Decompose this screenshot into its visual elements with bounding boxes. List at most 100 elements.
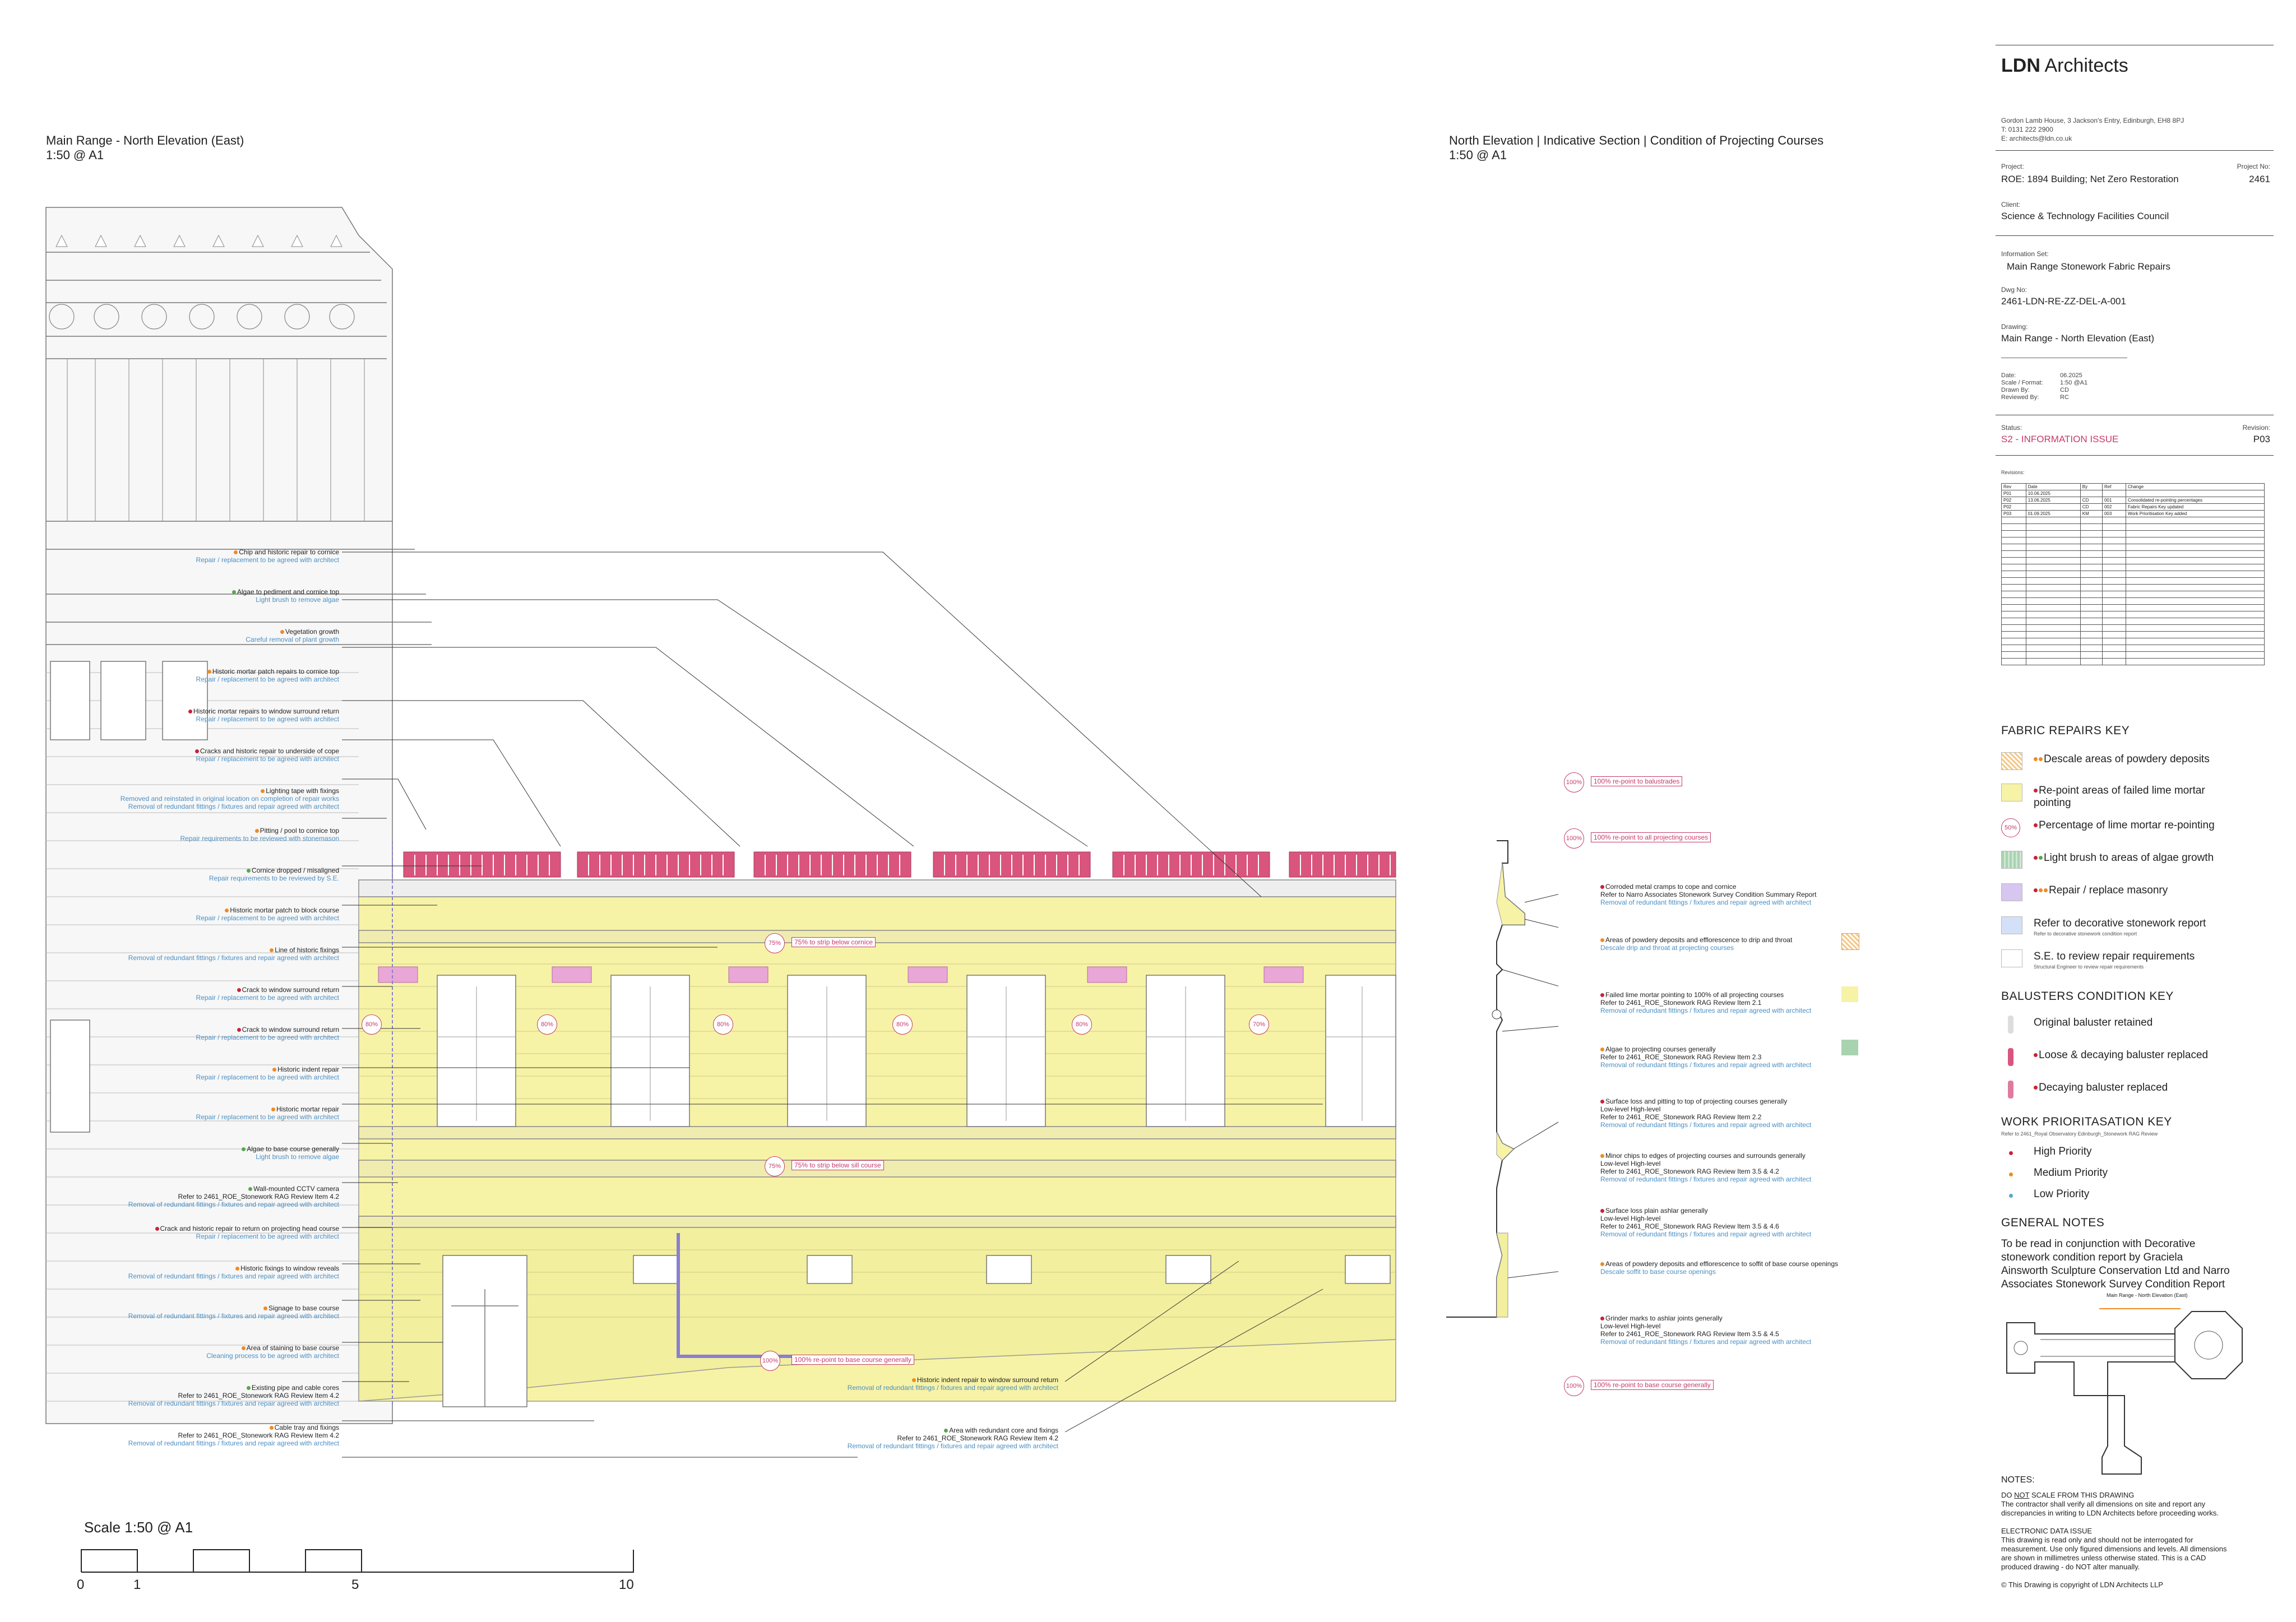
table-row	[2001, 577, 2265, 585]
revision-cell	[2080, 651, 2103, 659]
notes-heading: NOTES:	[2001, 1475, 2035, 1485]
table-row	[2001, 631, 2265, 638]
revision-cell	[2080, 557, 2103, 564]
fabric-key-swatch: 50%	[2001, 818, 2020, 837]
revision-cell	[2025, 591, 2081, 598]
priority-dot	[2039, 757, 2043, 762]
firm-address: Gordon Lamb House, 3 Jackson's Entry, Ed…	[2001, 117, 2184, 124]
table-row	[2001, 544, 2265, 551]
revision-cell	[2025, 638, 2081, 645]
section-annotation: Surface loss and pitting to top of proje…	[1600, 1097, 1812, 1129]
priority-dot	[237, 988, 241, 993]
fabric-key-item: Light brush to areas of algae growth	[2001, 850, 2293, 870]
priority-dot	[2034, 856, 2038, 860]
revision-cell	[2025, 564, 2081, 571]
status-value: S2 - INFORMATION ISSUE	[2001, 434, 2119, 444]
revision-cell	[2001, 638, 2026, 645]
baluster-icon	[2008, 1081, 2013, 1099]
revision-cell	[2001, 550, 2026, 558]
revision-cell	[2126, 571, 2265, 578]
revision-cell	[2101, 604, 2127, 611]
priority-dot	[2039, 856, 2043, 860]
priority-key-item: Medium Priority	[2001, 1165, 2293, 1185]
priority-dot	[2034, 823, 2038, 828]
meta-key: Scale / Format:	[2001, 379, 2043, 386]
table-row	[2001, 658, 2265, 665]
revision-cell	[2126, 530, 2265, 537]
revision-cell	[2025, 624, 2081, 632]
table-row	[2001, 550, 2265, 558]
elevation-pct-marker: 75%	[765, 1156, 785, 1176]
window-pct: 70%	[1249, 1014, 1269, 1035]
drawing-name: Main Range - North Elevation (East)	[2001, 333, 2155, 344]
revision-cell	[2001, 651, 2026, 659]
fabric-key-item: 50%Percentage of lime mortar re-pointing	[2001, 817, 2293, 837]
revision-cell	[2025, 544, 2081, 551]
priority-dot	[1600, 1100, 1604, 1104]
fabric-key-item: Descale areas of powdery deposits	[2001, 751, 2293, 771]
priority-dot	[235, 1267, 239, 1271]
priority-dot	[272, 1068, 276, 1072]
table-row	[2001, 517, 2265, 524]
meta-value: 06.2025	[2060, 372, 2082, 379]
revision-cell	[2126, 638, 2265, 645]
elevation-annotation: Cracks and historic repair to underside …	[195, 747, 339, 763]
priority-dot	[246, 1386, 251, 1391]
section-pct-marker: 100%	[1564, 1376, 1584, 1396]
section-drawing	[1446, 840, 1558, 1318]
revision-cell	[2126, 537, 2265, 544]
revision-cell	[2080, 517, 2103, 524]
revision-cell	[2101, 638, 2127, 645]
general-notes-heading: GENERAL NOTES	[2001, 1216, 2105, 1229]
priority-dot	[2009, 1173, 2013, 1176]
revision-cell	[2101, 584, 2127, 591]
revision-cell: 001	[2101, 497, 2127, 504]
revision-cell: CD	[2080, 503, 2103, 511]
revision-cell	[2101, 550, 2127, 558]
priority-dot	[155, 1227, 159, 1231]
revision-cell	[2126, 591, 2265, 598]
window-pct: 80%	[892, 1014, 913, 1035]
revision-cell	[2001, 530, 2026, 537]
section-annotation: Minor chips to edges of projecting cours…	[1600, 1152, 1812, 1183]
scale-tick: 10	[619, 1577, 634, 1592]
priority-dot	[242, 1147, 246, 1152]
general-note-line: stonework condition report by Graciela	[2001, 1252, 2183, 1263]
client-label: Client:	[2001, 201, 2021, 208]
elevation-annotation: Crack and historic repair to return on p…	[155, 1225, 339, 1240]
window-pct: 80%	[537, 1014, 557, 1035]
revision-cell	[2101, 618, 2127, 625]
table-row	[2001, 537, 2265, 544]
elevation-annotation: Historic mortar repairs to window surrou…	[188, 707, 339, 723]
meta-key: Reviewed By:	[2001, 394, 2039, 401]
revision-cell	[2126, 611, 2265, 618]
priority-dot	[1600, 1262, 1604, 1267]
revision-cell	[2080, 631, 2103, 638]
table-row	[2001, 611, 2265, 618]
revision-cell: P02	[2001, 503, 2026, 511]
fabric-key-swatch	[2001, 949, 2022, 967]
fabric-key-swatch	[2001, 784, 2022, 801]
revision-cell: 13.06.2025	[2025, 497, 2081, 504]
meta-key: Date:	[2001, 372, 2016, 379]
elevation-pct-marker: 100%	[760, 1351, 780, 1371]
firm-tel: T: 0131 222 2900	[2001, 126, 2053, 133]
baluster-key-item: Decaying baluster replaced	[2001, 1079, 2293, 1100]
revision-value: P03	[2253, 434, 2270, 444]
revision-cell	[2001, 591, 2026, 598]
revision-cell	[2025, 523, 2081, 531]
revision-cell	[2101, 571, 2127, 578]
balusters-key-heading: BALUSTERS CONDITION KEY	[2001, 990, 2174, 1003]
revision-cell	[2025, 557, 2081, 564]
revision-cell	[2126, 658, 2265, 665]
plan-label: Main Range - North Elevation (East)	[2107, 1292, 2188, 1298]
title-block: LDN Architects Gordon Lamb House, 3 Jack…	[1996, 0, 2287, 1622]
revision-cell	[2101, 517, 2127, 524]
